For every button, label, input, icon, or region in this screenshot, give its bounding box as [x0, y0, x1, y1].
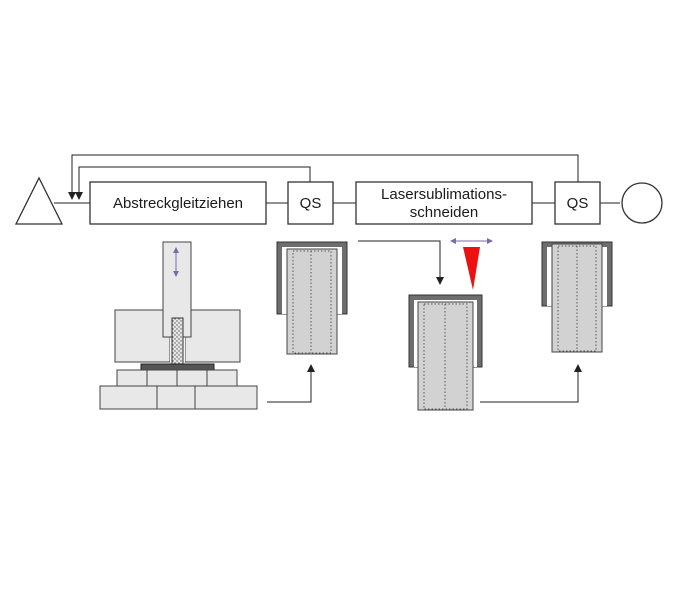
base-right — [194, 385, 258, 410]
flow-arrowhead-qs-to-laser — [436, 277, 444, 285]
flow-arrow-laser-to-qs — [480, 368, 579, 403]
step-label-abstreckgleitziehen: Abstreckgleitziehen — [113, 195, 243, 212]
step-label-qs-2: QS — [567, 195, 589, 212]
laser-motion-arrowhead-right — [487, 238, 493, 244]
feedback-arrowhead-outer — [68, 192, 76, 200]
upper-die-left — [114, 309, 171, 363]
flow-arrow-qs-to-laser — [358, 240, 441, 281]
laser-beam-icon — [463, 247, 480, 290]
finished-part-qs2 — [541, 241, 613, 353]
step-box-qs-1 — [287, 181, 334, 225]
feedback-arrowhead-inner — [75, 192, 83, 200]
start-triangle-icon — [14, 176, 64, 225]
punch-motion-arrowhead-up — [173, 247, 179, 253]
workpiece-on-punch — [171, 317, 184, 367]
step-label-lasersublimationsschneiden-line1: Lasersublimations- — [381, 186, 507, 203]
step-box-qs-2 — [554, 181, 601, 225]
base-left — [99, 385, 158, 410]
step-box-lasersublimationsschneiden — [355, 181, 533, 225]
blank-plate — [140, 363, 215, 371]
end-circle-icon — [621, 182, 663, 224]
punch-motion-arrowhead-down — [173, 271, 179, 277]
drawn-part-qs1 — [276, 241, 348, 355]
step-box-abstreckgleitziehen — [89, 181, 267, 225]
flow-arrowhead-laser-to-qs — [574, 364, 582, 372]
part-inner-dotted — [292, 250, 332, 354]
base-middle — [156, 385, 196, 410]
lower-block-3 — [176, 369, 208, 387]
flow-arrow-press-to-qs — [267, 368, 312, 403]
feedback-line-outer — [71, 154, 579, 196]
lower-block-4 — [206, 369, 238, 387]
drawing-press-illustration — [99, 241, 258, 410]
lower-block-2 — [146, 369, 178, 387]
flow-arrowhead-press-to-qs — [307, 364, 315, 372]
step-label-lasersublimationsschneiden-line2: schneiden — [410, 204, 478, 221]
laser-cutting-illustration — [408, 238, 493, 411]
process-chain: Abstreckgleitziehen QS Lasersublimations… — [14, 154, 663, 225]
part-body — [286, 248, 338, 355]
upper-die-right — [184, 309, 241, 363]
lower-block-1 — [116, 369, 148, 387]
step-label-qs-1: QS — [300, 195, 322, 212]
feedback-line-inner — [78, 166, 311, 196]
laser-motion-arrowhead-left — [450, 238, 456, 244]
